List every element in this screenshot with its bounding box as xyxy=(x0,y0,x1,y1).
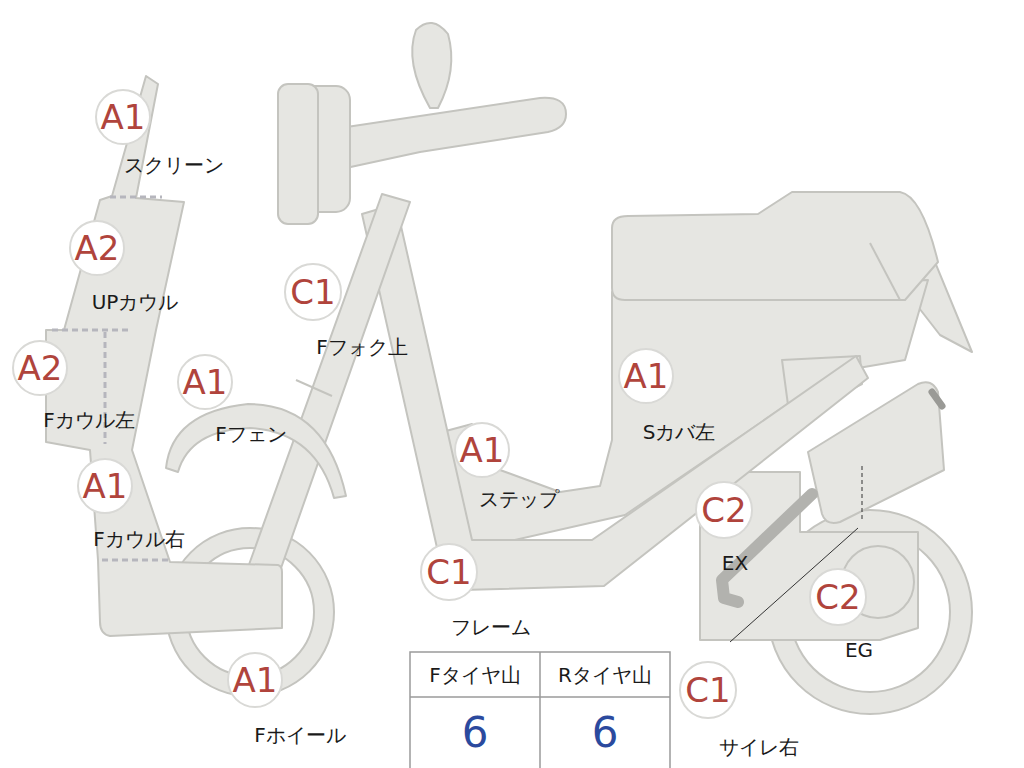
mirror xyxy=(412,23,451,108)
part-name: ステップ xyxy=(479,488,559,510)
table-header: Fタイヤ山 xyxy=(429,664,521,686)
panel-border xyxy=(52,329,132,332)
part-name: Sカバ左 xyxy=(643,421,716,443)
grade-circle: C1フレーム xyxy=(420,543,477,600)
grade-code: A1 xyxy=(624,359,669,393)
grade-code: A2 xyxy=(75,231,120,265)
grade-circle: A1スクリーン xyxy=(95,89,152,146)
grade-code: A1 xyxy=(233,663,278,697)
part-name: スクリーン xyxy=(124,154,224,176)
fork-joint xyxy=(296,380,332,396)
grade-code: A2 xyxy=(18,351,63,385)
frame xyxy=(362,204,868,590)
grade-circle: A2Fカウル左 xyxy=(12,340,69,397)
part-name: EX xyxy=(722,552,748,574)
seat xyxy=(612,192,938,300)
front-cowl xyxy=(46,76,282,636)
panel-border xyxy=(110,196,162,199)
grade-circle: A2UPカウル xyxy=(69,220,126,277)
part-name: UPカウル xyxy=(92,291,179,313)
grade-circle: A1ステップ xyxy=(454,422,511,479)
grade-code: A1 xyxy=(101,100,146,134)
headlight xyxy=(278,84,318,224)
grade-code: A1 xyxy=(460,433,505,467)
panel-border xyxy=(102,559,170,562)
grade-circle: C1サイレ右 xyxy=(679,661,736,718)
table-header: Rタイヤ山 xyxy=(558,664,652,686)
grade-circle: A1Fホイール xyxy=(227,652,284,709)
grade-circle: A1Fカウル右 xyxy=(77,458,134,515)
grade-circle: C1Fフォク上 xyxy=(284,263,341,320)
grade-code: C1 xyxy=(685,673,730,707)
seat-line xyxy=(870,243,900,300)
tread-value: 6 xyxy=(592,710,619,756)
grade-circle: C2EX xyxy=(695,481,752,538)
grade-circle: C2EG xyxy=(809,568,866,625)
part-name: フレーム xyxy=(451,616,531,638)
part-name: Fカウル右 xyxy=(93,528,185,550)
table-rule xyxy=(539,652,541,768)
grade-code: C1 xyxy=(426,555,471,589)
grade-circle: A1Fフェン xyxy=(177,354,234,411)
handlebar xyxy=(340,98,566,168)
grade-circle: A1Sカバ左 xyxy=(618,348,675,405)
part-name: Fカウル左 xyxy=(43,409,135,431)
grade-code: A1 xyxy=(83,469,128,503)
grade-code: C1 xyxy=(290,275,335,309)
table-frame xyxy=(410,652,670,768)
part-name: Fホイール xyxy=(254,724,346,746)
part-name: Fフォク上 xyxy=(316,336,408,358)
muffler-tip xyxy=(932,392,942,406)
grade-code: C2 xyxy=(701,493,746,527)
leader-line xyxy=(862,466,863,522)
tread-value: 6 xyxy=(462,710,489,756)
part-name: EG xyxy=(845,639,873,661)
part-name: Fフェン xyxy=(215,423,287,445)
front-fender xyxy=(166,404,346,498)
part-name: サイレ右 xyxy=(719,736,799,758)
grade-code: A1 xyxy=(183,365,228,399)
grade-code: C2 xyxy=(815,580,860,614)
